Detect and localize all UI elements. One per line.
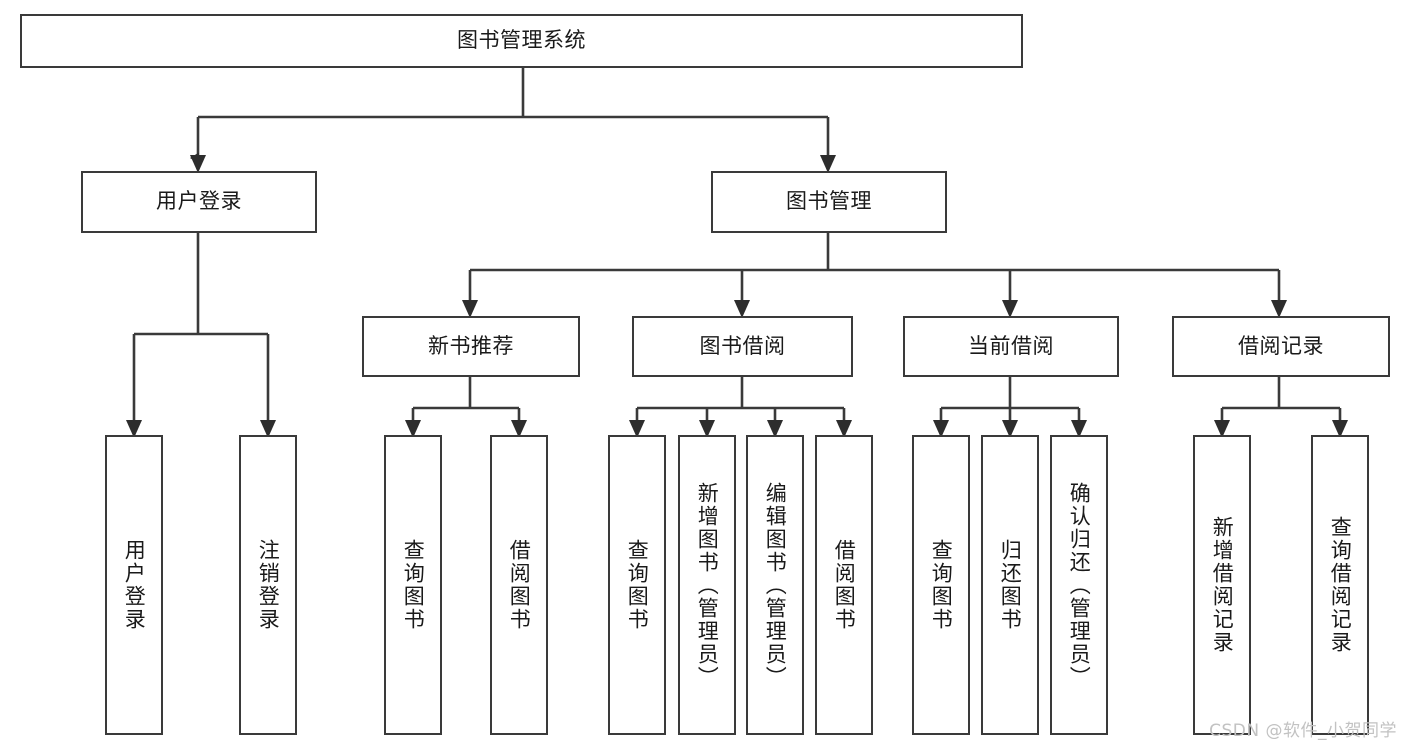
node-current-borrow-label: 当前借阅 — [968, 333, 1054, 358]
leaf-query-book-1[interactable]: 查询图书 — [384, 435, 442, 735]
leaf-borrow-book-2-label: 借阅图书 — [832, 539, 857, 631]
csdn-watermark: CSDN @软件_小贺同学 — [1209, 721, 1397, 741]
leaf-user-logout[interactable]: 注销登录 — [239, 435, 297, 735]
leaf-return-book-label: 归还图书 — [998, 539, 1023, 631]
leaf-query-record[interactable]: 查询借阅记录 — [1311, 435, 1369, 735]
leaf-add-record[interactable]: 新增借阅记录 — [1193, 435, 1251, 735]
leaf-user-login[interactable]: 用户登录 — [105, 435, 163, 735]
leaf-edit-book-label: 编辑图书（管理员） — [763, 481, 788, 689]
node-book-borrow[interactable]: 图书借阅 — [632, 316, 853, 377]
node-borrow-record-label: 借阅记录 — [1238, 333, 1324, 358]
leaf-query-book-2[interactable]: 查询图书 — [608, 435, 666, 735]
node-user-login-label: 用户登录 — [156, 189, 242, 214]
node-book-management[interactable]: 图书管理 — [711, 171, 947, 233]
leaf-return-book[interactable]: 归还图书 — [981, 435, 1039, 735]
node-new-book-recommend[interactable]: 新书推荐 — [362, 316, 580, 377]
leaf-add-book-label: 新增图书（管理员） — [695, 481, 720, 689]
leaf-borrow-book-1-label: 借阅图书 — [507, 539, 532, 631]
leaf-add-record-label: 新增借阅记录 — [1210, 516, 1235, 654]
node-user-login[interactable]: 用户登录 — [81, 171, 317, 233]
leaf-borrow-book-1[interactable]: 借阅图书 — [490, 435, 548, 735]
leaf-query-book-3[interactable]: 查询图书 — [912, 435, 970, 735]
node-book-management-label: 图书管理 — [786, 189, 872, 214]
node-root[interactable]: 图书管理系统 — [20, 14, 1023, 68]
node-current-borrow[interactable]: 当前借阅 — [903, 316, 1119, 377]
leaf-borrow-book-2[interactable]: 借阅图书 — [815, 435, 873, 735]
leaf-confirm-return[interactable]: 确认归还（管理员） — [1050, 435, 1108, 735]
node-new-book-recommend-label: 新书推荐 — [428, 333, 514, 358]
leaf-user-login-label: 用户登录 — [122, 539, 147, 631]
leaf-edit-book[interactable]: 编辑图书（管理员） — [746, 435, 804, 735]
leaf-user-logout-label: 注销登录 — [256, 539, 281, 631]
node-borrow-record[interactable]: 借阅记录 — [1172, 316, 1390, 377]
leaf-query-book-3-label: 查询图书 — [929, 539, 954, 631]
node-book-borrow-label: 图书借阅 — [699, 333, 786, 358]
node-root-label: 图书管理系统 — [457, 28, 586, 53]
leaf-query-book-1-label: 查询图书 — [401, 539, 426, 631]
leaf-query-book-2-label: 查询图书 — [625, 539, 650, 631]
leaf-query-record-label: 查询借阅记录 — [1328, 516, 1353, 654]
leaf-confirm-return-label: 确认归还（管理员） — [1067, 481, 1092, 689]
leaf-add-book[interactable]: 新增图书（管理员） — [678, 435, 736, 735]
